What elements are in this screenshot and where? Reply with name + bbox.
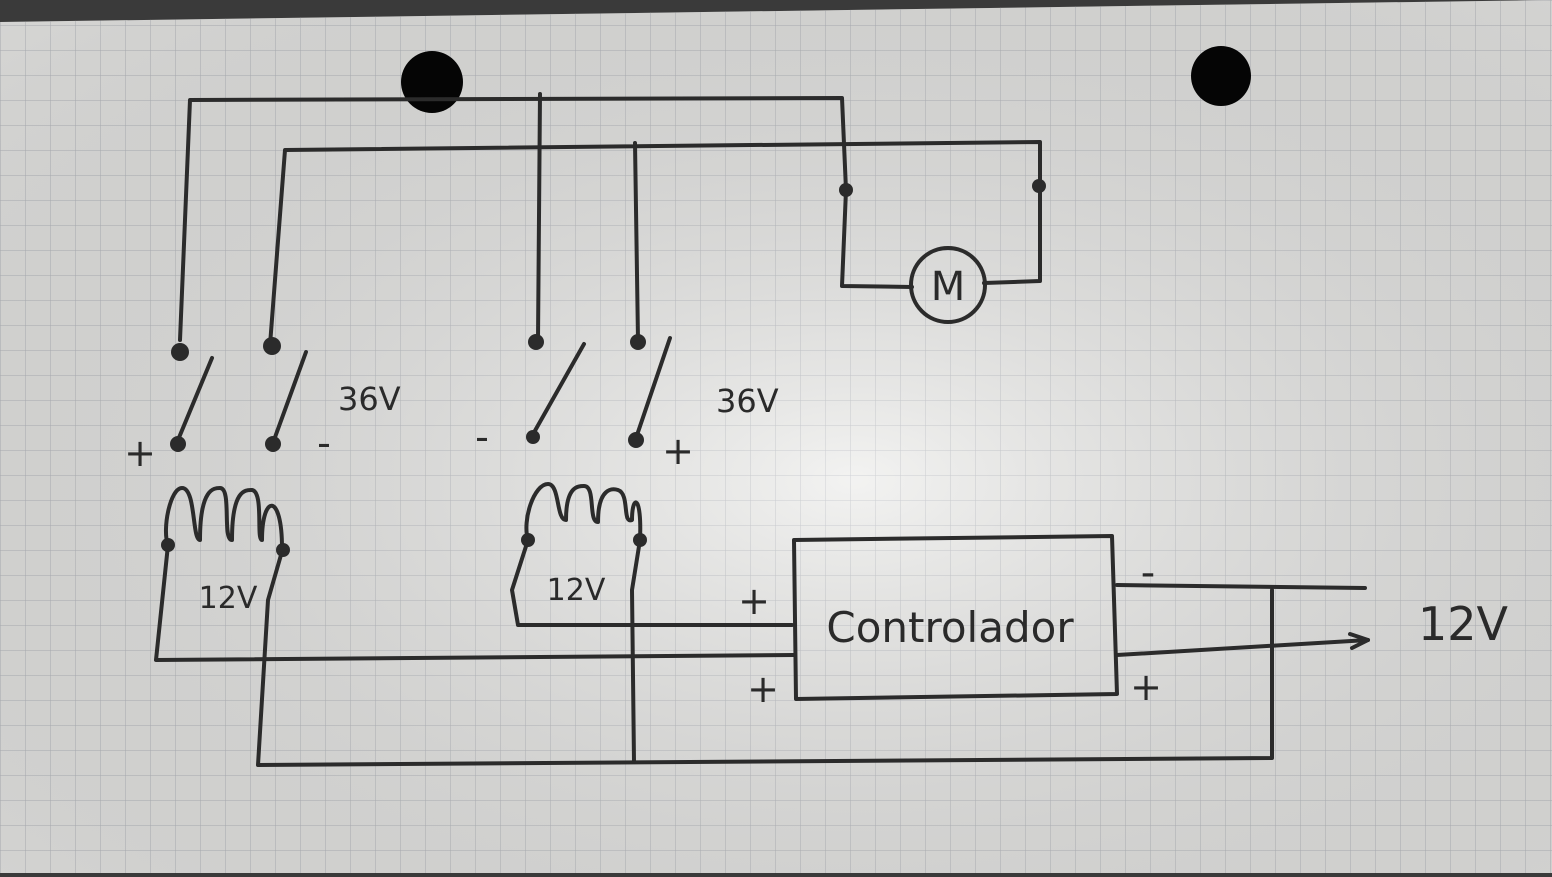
relay2-coil	[524, 482, 643, 542]
relay2-switch-minus	[530, 342, 586, 438]
wire-coil2-to-controller	[510, 538, 794, 627]
coil2-voltage-label: 12V	[547, 573, 606, 608]
wire-coil2-return	[630, 538, 642, 764]
controller-label: Controlador	[826, 603, 1074, 652]
motor-junction-left	[839, 183, 853, 197]
relay2-contact-top-minus	[528, 334, 544, 350]
controller-output-plus: +	[1130, 665, 1162, 709]
punch-hole-left	[401, 51, 463, 113]
wire-relay2-to-motor-left	[536, 92, 542, 342]
relay1-contact-bottom-minus	[265, 436, 281, 452]
supply-wire-minus	[1115, 583, 1367, 590]
relay2-voltage-label: 36V	[716, 382, 779, 420]
relay2-plus-label: +	[662, 429, 694, 473]
supply-wire-plus	[1115, 638, 1370, 657]
relay2-contact-bottom-plus	[628, 432, 644, 448]
wire-coil1-to-controller	[154, 543, 796, 662]
relay2-minus-label: -	[475, 415, 489, 459]
motor-label: M	[931, 264, 966, 310]
controller-box	[792, 534, 1119, 701]
controller-input-plus-top: +	[738, 579, 770, 623]
punch-hole-right	[1191, 46, 1251, 106]
motor-wire-left	[840, 188, 914, 289]
relay2-switch-plus	[634, 336, 672, 440]
relay2-contact-top-plus	[630, 334, 646, 350]
wire-relay2-to-motor-right	[633, 141, 640, 342]
supply-arrow	[1348, 632, 1370, 650]
coil1-voltage-label: 12V	[199, 581, 258, 616]
relay1-plus-label: +	[124, 431, 156, 475]
relay1-contact-bottom-plus	[170, 436, 186, 452]
relay2-contact-bottom-minus	[526, 430, 540, 444]
relay1-switch-plus	[176, 356, 214, 442]
coil2-terminal-left	[521, 533, 535, 547]
motor-wire-right	[982, 184, 1042, 285]
relay1-contact-top-minus	[263, 337, 281, 355]
relay1-coil	[163, 486, 284, 550]
coil1-terminal-left	[161, 538, 175, 552]
relay1-switch-minus	[272, 350, 308, 442]
motor-symbol	[909, 246, 987, 324]
wire-relay1-to-motor-right	[268, 140, 1042, 347]
relay1-minus-label: -	[317, 421, 331, 465]
relay1-contact-top-plus	[171, 343, 189, 361]
wire-coil1-return-to-supply	[256, 546, 1274, 767]
coil2-terminal-right	[633, 533, 647, 547]
controller-output-minus: -	[1141, 550, 1155, 596]
controller-input-plus-bottom: +	[747, 667, 779, 711]
motor-junction-right	[1032, 179, 1046, 193]
coil1-terminal-right	[276, 543, 290, 557]
supply-voltage-label: 12V	[1418, 597, 1509, 651]
relay1-voltage-label: 36V	[338, 380, 401, 418]
